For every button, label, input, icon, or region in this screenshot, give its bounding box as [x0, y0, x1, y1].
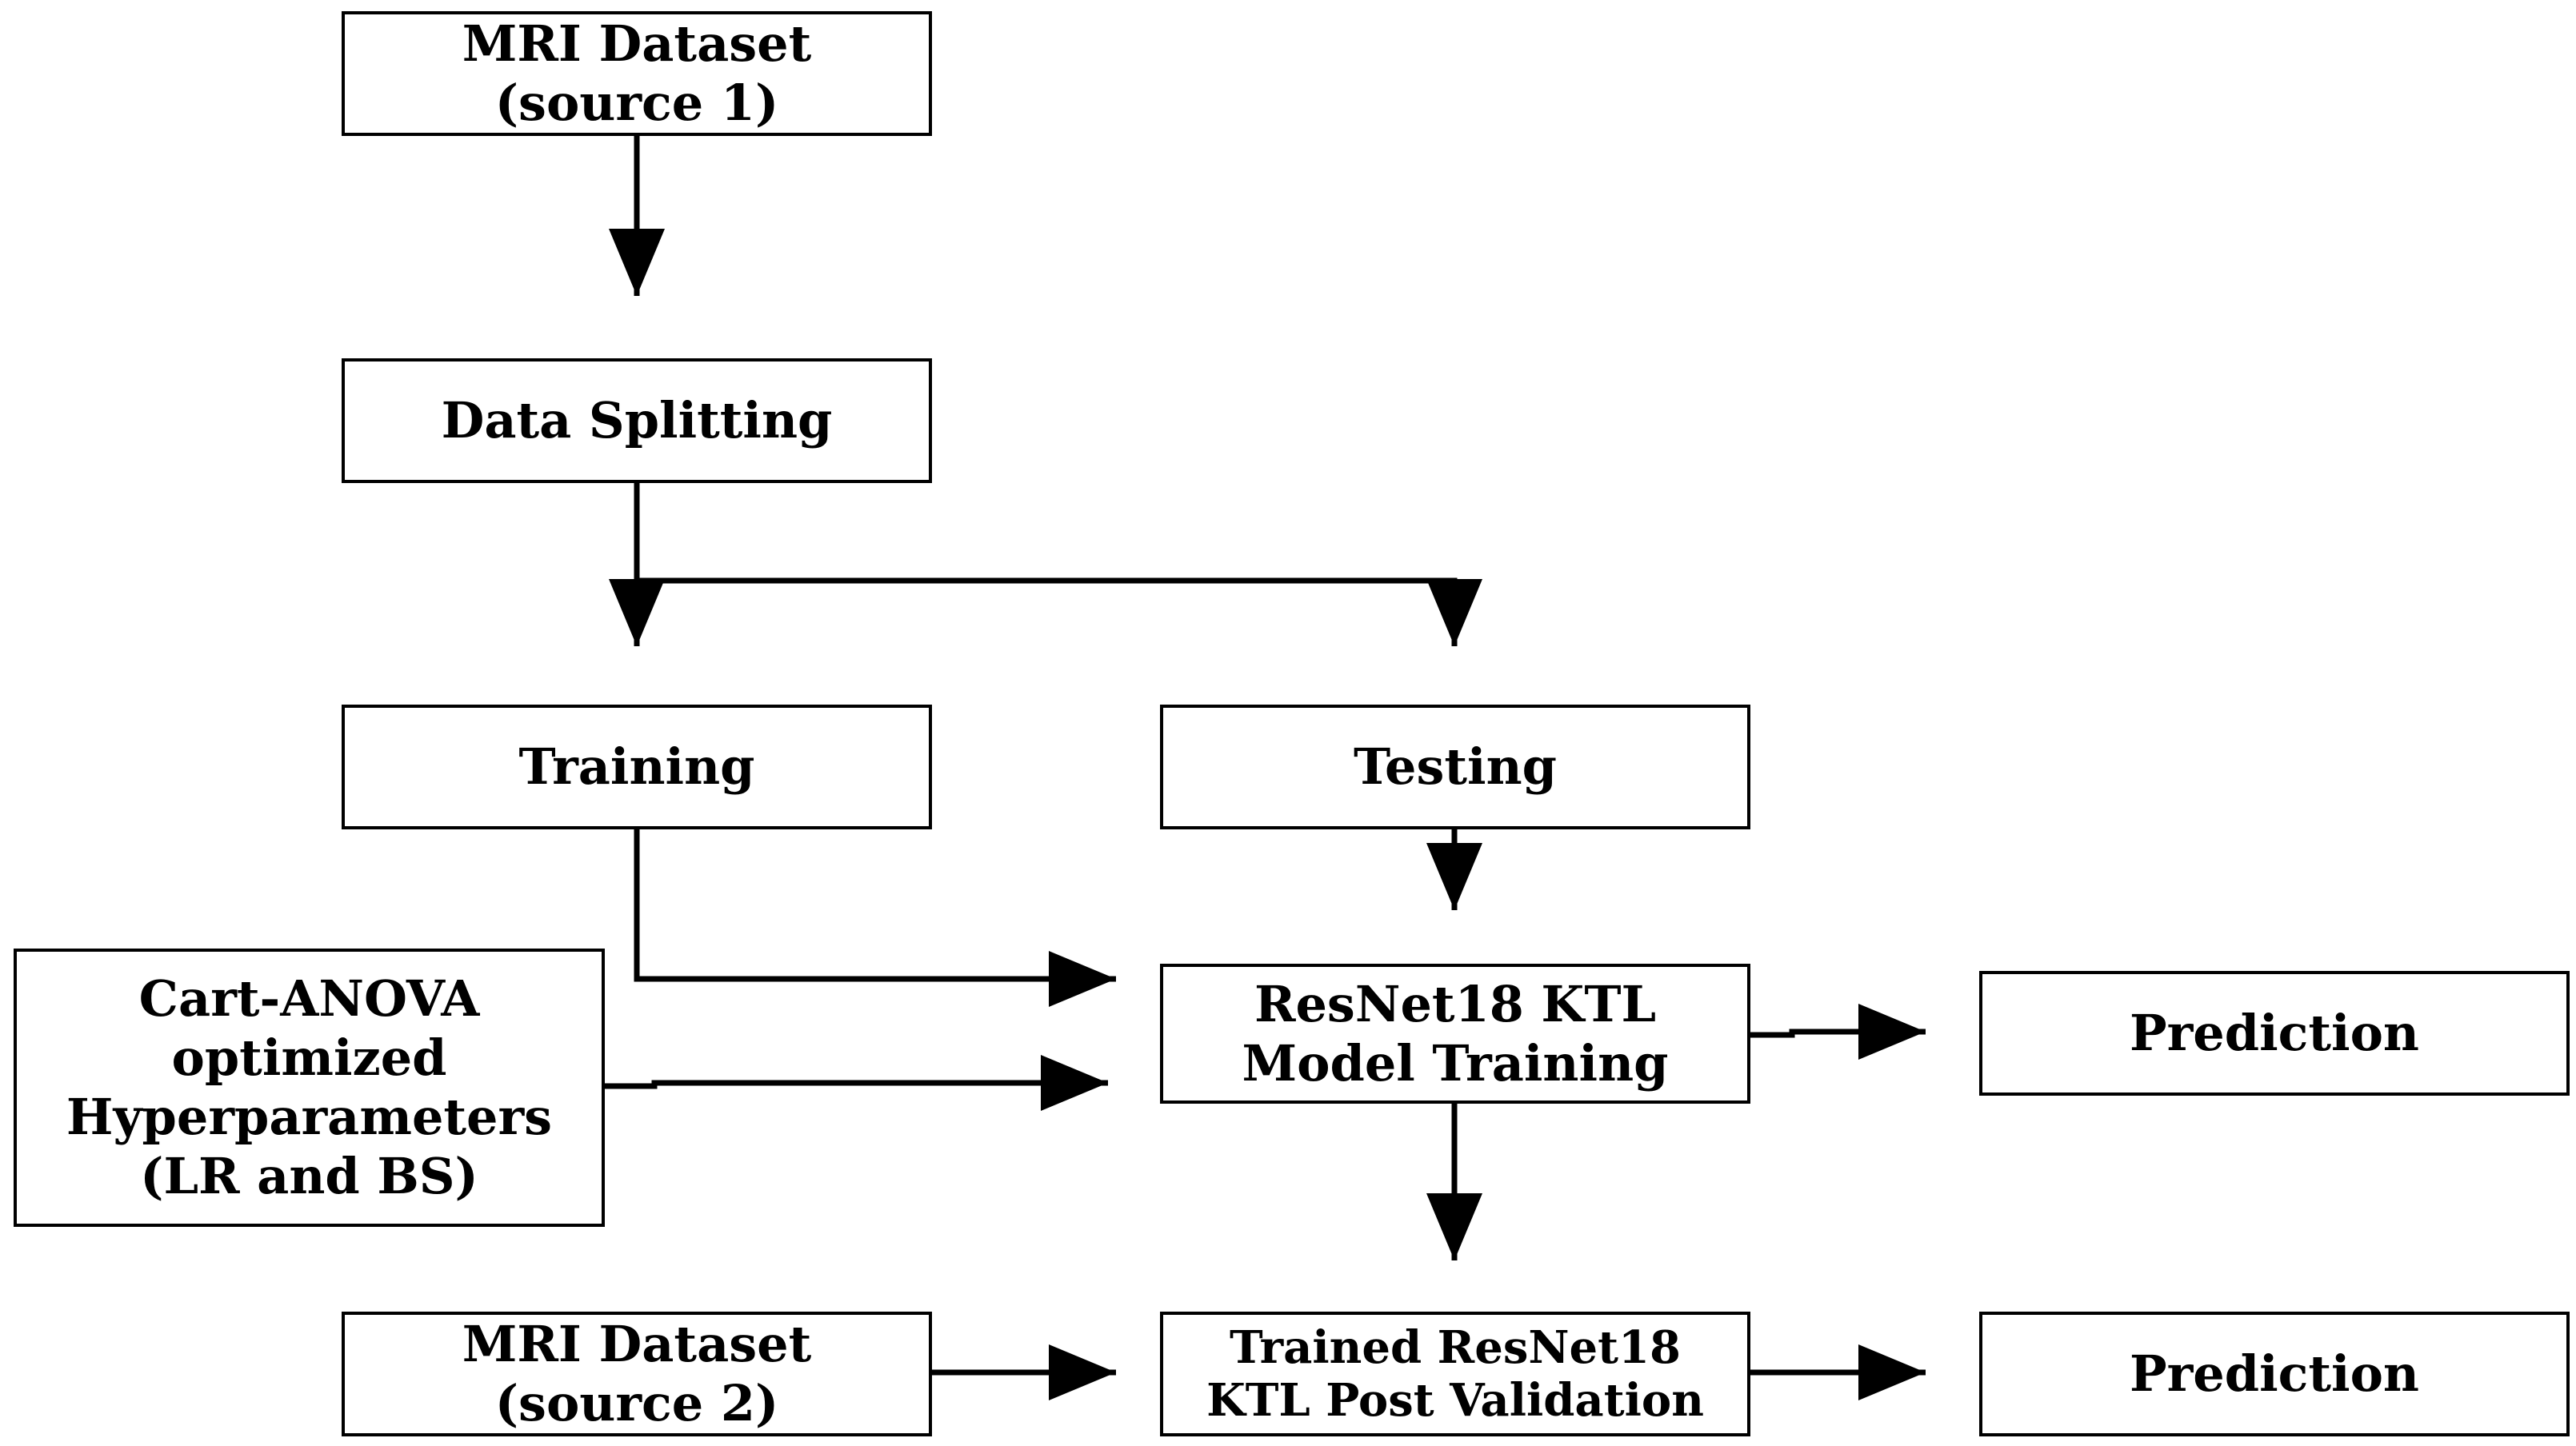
- edge-resnet-to-pred1: [1749, 1004, 1926, 1060]
- resnet18-ktl-model-training-box: ResNet18 KTL Model Training: [1160, 964, 1750, 1104]
- node-text-line: Data Splitting: [441, 391, 833, 449]
- prediction-box-1: Prediction: [1979, 971, 2570, 1096]
- training-box: Training: [342, 705, 932, 829]
- node-text-line: KTL Post Validation: [1206, 1374, 1704, 1427]
- node-text-line: Cart-ANOVA: [138, 969, 480, 1028]
- mri-dataset-source-1-box: MRI Dataset (source 1): [342, 11, 932, 136]
- node-text-line: MRI Dataset: [462, 14, 812, 73]
- node-text-line: optimized: [171, 1029, 447, 1087]
- prediction-box-2: Prediction: [1979, 1312, 2570, 1436]
- node-text-line: (source 1): [494, 74, 779, 132]
- node-text-line: Model Training: [1242, 1033, 1669, 1092]
- node-text-line: (source 2): [494, 1374, 779, 1432]
- cart-anova-hyperparameters-box: Cart-ANOVA optimized Hyperparameters (LR…: [14, 949, 605, 1227]
- data-splitting-box: Data Splitting: [342, 358, 932, 483]
- node-text-line: Prediction: [2129, 1344, 2419, 1403]
- node-text-line: Trained ResNet18: [1230, 1321, 1681, 1374]
- node-text-line: ResNet18 KTL: [1254, 974, 1657, 1033]
- mri-dataset-source-2-box: MRI Dataset (source 2): [342, 1312, 932, 1436]
- edge-training-to-resnet: [634, 829, 1116, 1007]
- node-text-line: Prediction: [2129, 1004, 2419, 1062]
- node-text-line: Training: [518, 737, 755, 796]
- edge-cart-to-resnet: [603, 1055, 1108, 1111]
- node-text-line: Hyperparameters: [66, 1088, 553, 1146]
- node-text-line: Testing: [1354, 737, 1557, 796]
- edge-split-to-testing: [637, 577, 1482, 646]
- node-text-line: MRI Dataset: [462, 1315, 812, 1373]
- trained-resnet18-ktl-post-validation-box: Trained ResNet18 KTL Post Validation: [1160, 1312, 1750, 1436]
- node-text-line: (LR and BS): [140, 1147, 478, 1205]
- testing-box: Testing: [1160, 705, 1750, 829]
